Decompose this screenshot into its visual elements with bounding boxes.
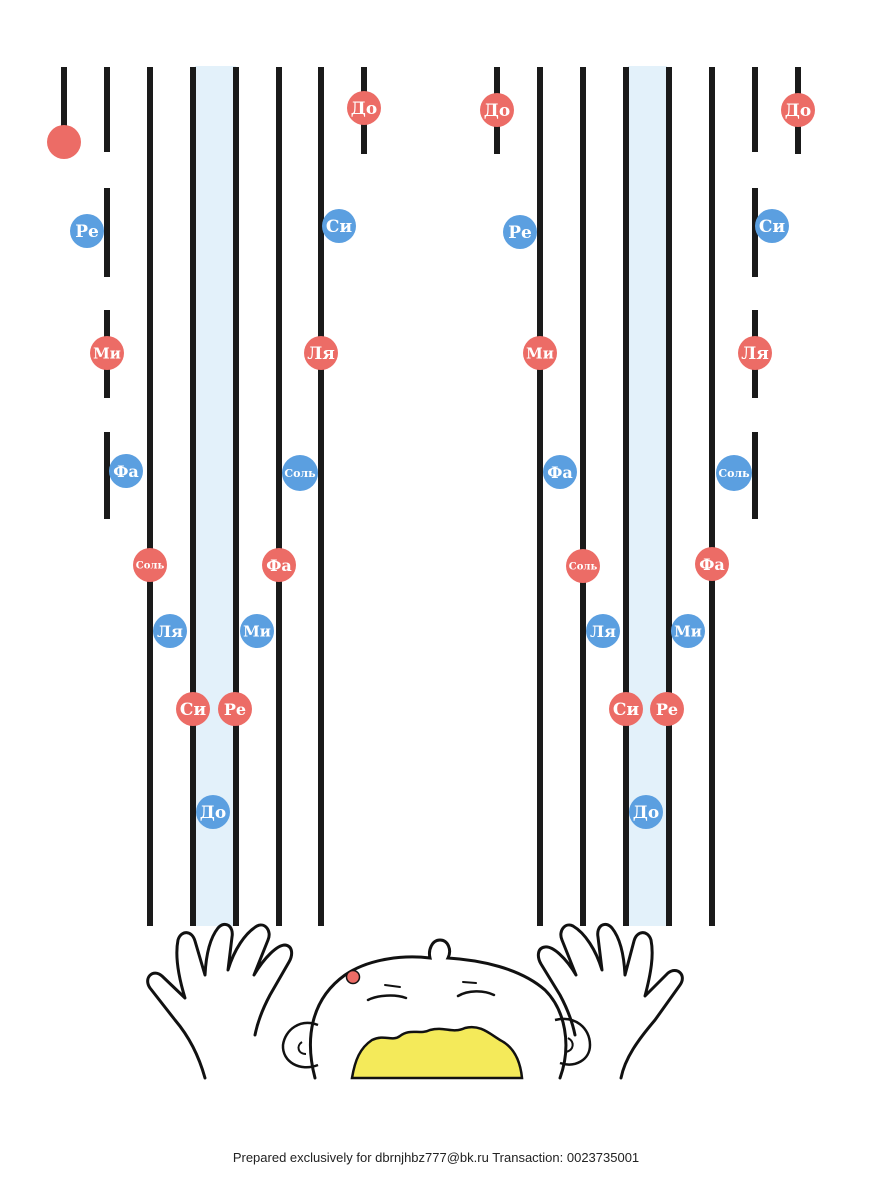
- note-label: Фа: [547, 463, 573, 482]
- note-label: Ля: [590, 622, 616, 641]
- note-do-16: До: [480, 93, 514, 127]
- left-ear-outline: [281, 1021, 319, 1069]
- note-label: До: [351, 99, 377, 119]
- note-label: До: [633, 803, 659, 823]
- note-label: Фа: [699, 555, 725, 574]
- left-eye-closed: [366, 994, 408, 1002]
- note-si-13: Си: [176, 692, 210, 726]
- note-sol-8: Соль: [282, 455, 318, 491]
- note-mi-12: Ми: [240, 614, 274, 648]
- footer-note: Prepared exclusively for dbrnjhbz777@bk.…: [232, 1150, 640, 1165]
- right-ear-outline: [554, 1017, 592, 1066]
- key-band-2: [628, 66, 667, 926]
- note-label: Си: [613, 700, 640, 720]
- note-re-3: Ре: [70, 214, 104, 248]
- note-label: Ре: [75, 222, 99, 242]
- note-la-11: Ля: [153, 614, 187, 648]
- note-label: Ми: [243, 622, 271, 640]
- note-la-21: Ля: [586, 614, 620, 648]
- note-mi-18: Ми: [523, 336, 557, 370]
- note-label: До: [200, 803, 226, 823]
- note-la-28: Ля: [738, 336, 772, 370]
- note-label: Ля: [157, 622, 183, 641]
- key-band-1: [195, 66, 236, 926]
- note-re-17: Ре: [503, 215, 537, 249]
- red-dot-decoration: [345, 969, 361, 985]
- character-head-outline: [309, 938, 568, 1080]
- note-label: Фа: [113, 462, 139, 481]
- note-label: Си: [180, 700, 207, 720]
- right-hand-outline: [536, 922, 684, 1080]
- note-label: Ми: [93, 344, 121, 362]
- note-sol-9: Соль: [133, 548, 167, 582]
- note-label: Ре: [656, 700, 678, 719]
- note-label: Си: [326, 217, 353, 237]
- note-fa-7: Фа: [109, 454, 143, 488]
- note-label: Соль: [284, 467, 316, 480]
- note-label: Соль: [136, 561, 165, 572]
- key-bands: [195, 66, 667, 926]
- note-mi-25: Ми: [671, 614, 705, 648]
- note-sol-20: Соль: [566, 549, 600, 583]
- note-do-2: До: [347, 91, 381, 125]
- note-do-30: До: [781, 93, 815, 127]
- note-re-23: Ре: [650, 692, 684, 726]
- note-partial-1: [47, 125, 81, 159]
- staff-lines: [61, 67, 801, 926]
- note-label: Фа: [266, 556, 292, 575]
- note-label: Ре: [508, 223, 532, 243]
- note-si-4: Си: [322, 209, 356, 243]
- note-fa-26: Фа: [695, 547, 729, 581]
- note-label: Ми: [526, 344, 554, 362]
- note-label: Ре: [224, 700, 246, 719]
- note-mi-5: Ми: [90, 336, 124, 370]
- character-illustration: [146, 922, 684, 1080]
- note-label: До: [484, 101, 510, 121]
- note-label: До: [785, 101, 811, 121]
- note-label: Ми: [674, 622, 702, 640]
- note-label: Си: [759, 217, 786, 237]
- note-re-14: Ре: [218, 692, 252, 726]
- note-sol-27: Соль: [716, 455, 752, 491]
- note-si-22: Си: [609, 692, 643, 726]
- note-do-15: До: [196, 795, 230, 829]
- note-label: Соль: [718, 467, 750, 480]
- note-label: Ля: [307, 344, 335, 364]
- note-label: Ля: [741, 344, 769, 364]
- yellow-hair: [350, 1025, 524, 1080]
- note-do-24: До: [629, 795, 663, 829]
- note-fa-19: Фа: [543, 455, 577, 489]
- note-fa-10: Фа: [262, 548, 296, 582]
- note-si-29: Си: [755, 209, 789, 243]
- left-hand-outline: [146, 922, 294, 1080]
- note-label: Соль: [569, 562, 598, 573]
- right-eye-closed: [456, 990, 496, 998]
- note-la-6: Ля: [304, 336, 338, 370]
